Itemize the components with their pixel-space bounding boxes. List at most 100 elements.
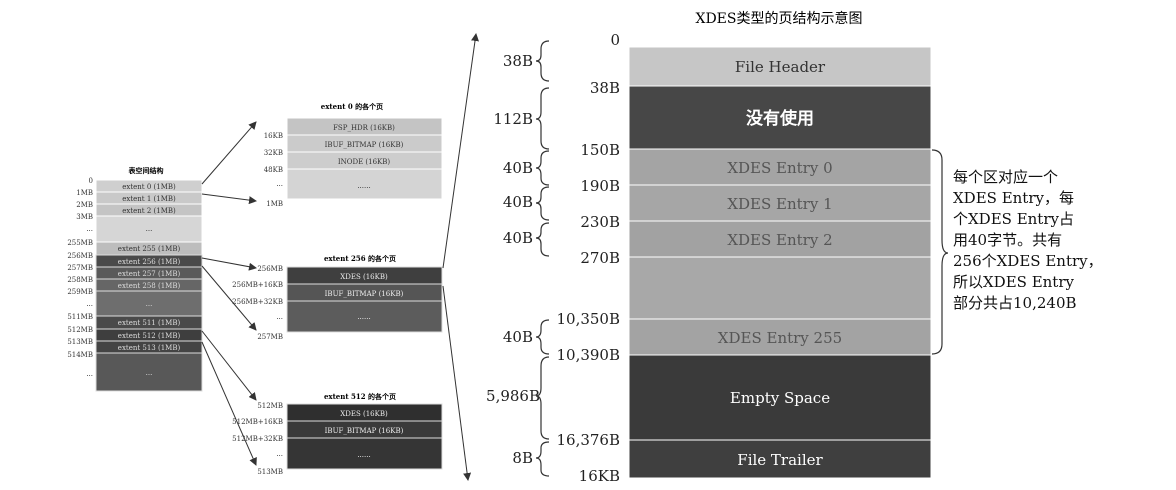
page-size: 40B bbox=[503, 229, 533, 247]
ext256-row bbox=[286, 300, 443, 333]
ts-offset: ... bbox=[86, 370, 93, 378]
arrow bbox=[442, 33, 479, 269]
ext256-offset: 256MB+32KB bbox=[232, 298, 283, 306]
section-label: XDES Entry 2 bbox=[727, 231, 832, 249]
page-size: 5,986B bbox=[486, 387, 540, 405]
ts-row-label: extent 2 (1MB) bbox=[122, 207, 176, 215]
section-label: XDES Entry 0 bbox=[727, 159, 832, 177]
section-label: XDES Entry 255 bbox=[718, 329, 842, 347]
ext0-offset: ... bbox=[276, 180, 283, 188]
ext0-row-label: ...... bbox=[357, 182, 370, 190]
ext0-row-label: IBUF_BITMAP (16KB) bbox=[325, 141, 404, 149]
ts-row-label: extent 258 (1MB) bbox=[118, 282, 181, 290]
ts-offset: 259MB bbox=[67, 288, 93, 296]
ts-offset: ... bbox=[86, 225, 93, 233]
section-label: 没有使用 bbox=[746, 108, 814, 129]
tablespace-title: 表空间结构 bbox=[128, 166, 164, 175]
size-brace bbox=[535, 40, 550, 82]
ts-offset: 2MB bbox=[76, 201, 93, 209]
ext512-row-label: IBUF_BITMAP (16KB) bbox=[325, 427, 404, 435]
ext256-box bbox=[286, 266, 443, 333]
ts-row bbox=[95, 352, 203, 392]
note-line: 每个区对应一个 bbox=[953, 168, 1059, 186]
ext256-row-label: IBUF_BITMAP (16KB) bbox=[325, 290, 404, 298]
ts-row-label: extent 1 (1MB) bbox=[122, 195, 176, 203]
file-trailer bbox=[628, 439, 932, 479]
ext512-row bbox=[286, 437, 443, 470]
ext256-offset: 257MB bbox=[257, 333, 283, 341]
arrow bbox=[201, 121, 257, 185]
ts-offset: 255MB bbox=[67, 239, 93, 247]
note-line: 256个XDES Entry， bbox=[953, 252, 1103, 270]
note-line: 部分共占10,240B bbox=[953, 294, 1077, 312]
page-size: 40B bbox=[503, 328, 533, 346]
ext512-row-label: ...... bbox=[357, 451, 370, 459]
ts-row-label: extent 257 (1MB) bbox=[118, 270, 181, 278]
size-brace bbox=[535, 87, 550, 150]
page-size: 40B bbox=[503, 193, 533, 211]
ext0-offset: 48KB bbox=[264, 166, 283, 174]
page-offset: 10,390B bbox=[556, 346, 620, 364]
ts-row-label: extent 512 (1MB) bbox=[118, 332, 181, 340]
arrow bbox=[201, 193, 257, 205]
page-diagram bbox=[628, 46, 932, 479]
ts-offset: 257MB bbox=[67, 264, 93, 272]
ts-row-label: extent 513 (1MB) bbox=[118, 344, 181, 352]
ts-offset: 514MB bbox=[67, 351, 93, 359]
ext0-offset: 1MB bbox=[266, 200, 283, 208]
size-brace bbox=[535, 319, 550, 355]
ts-row-label: extent 255 (1MB) bbox=[118, 245, 181, 253]
page-offset: 270B bbox=[580, 249, 620, 267]
ts-offset: 512MB bbox=[67, 326, 93, 334]
page-size: 38B bbox=[503, 52, 533, 70]
ext512-offset: 512MB bbox=[257, 402, 283, 410]
ext0-box bbox=[286, 117, 443, 200]
arrow bbox=[201, 265, 257, 331]
ts-offset: ... bbox=[86, 300, 93, 308]
ext0-offset: 32KB bbox=[264, 149, 283, 157]
page-size: 8B bbox=[512, 449, 533, 467]
ext512-offset: ... bbox=[276, 450, 283, 458]
ext512-offset: 512MB+16KB bbox=[232, 418, 283, 426]
ts-offset: 256MB bbox=[67, 252, 93, 260]
note-line: 用40字节。共有 bbox=[953, 231, 1063, 249]
section-label: XDES Entry 1 bbox=[727, 195, 832, 213]
ts-row-label: ... bbox=[146, 225, 153, 233]
size-brace bbox=[535, 441, 550, 477]
arrow bbox=[201, 330, 257, 401]
ext0-row-label: FSP_HDR (16KB) bbox=[333, 124, 395, 132]
note-line: 所以XDES Entry bbox=[953, 273, 1074, 291]
note-line: 个XDES Entry占 bbox=[953, 210, 1074, 228]
ts-row-label: extent 0 (1MB) bbox=[122, 183, 176, 191]
ts-offset: 3MB bbox=[76, 213, 93, 221]
page-offset: 10,350B bbox=[556, 310, 620, 328]
xdes-entry-255 bbox=[628, 318, 932, 356]
ext0-offset: 16KB bbox=[264, 132, 283, 140]
size-brace bbox=[535, 222, 550, 257]
ts-row bbox=[95, 290, 203, 317]
page-size: 40B bbox=[503, 159, 533, 177]
xdes-entries-gap bbox=[628, 256, 932, 320]
ext512-offset: 513MB bbox=[257, 468, 283, 476]
ext256-offset: ... bbox=[276, 313, 283, 321]
section-label: File Header bbox=[735, 58, 826, 76]
ext512-offset: 512MB+32KB bbox=[232, 435, 283, 443]
ext256-title: extent 256 的各个页 bbox=[324, 254, 396, 263]
empty-space bbox=[628, 354, 932, 441]
arrow bbox=[201, 257, 257, 271]
ts-offset: 0 bbox=[89, 177, 93, 185]
ts-offset: 511MB bbox=[67, 313, 93, 321]
page-offset: 38B bbox=[590, 79, 620, 97]
ext256-offset: 256MB bbox=[257, 265, 283, 273]
ext0-title: extent 0 的各个页 bbox=[321, 102, 383, 111]
section-label: Empty Space bbox=[730, 389, 830, 407]
page-offset: 16,376B bbox=[556, 431, 620, 449]
size-brace bbox=[535, 150, 550, 186]
tablespace-column bbox=[95, 179, 203, 392]
note-line: XDES Entry，每 bbox=[953, 189, 1074, 207]
xdes-note: 每个区对应一个 XDES Entry，每 个XDES Entry占 用40字节。… bbox=[953, 167, 1143, 314]
ts-row-label: ... bbox=[146, 369, 153, 377]
size-brace bbox=[535, 356, 550, 440]
ts-offset: 258MB bbox=[67, 276, 93, 284]
